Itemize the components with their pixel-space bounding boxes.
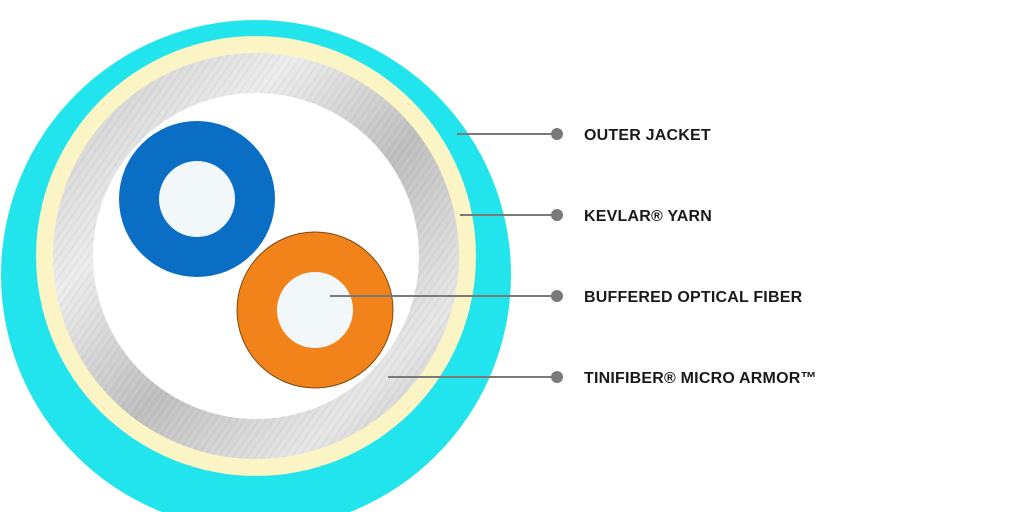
label-buffered-optical-fiber: BUFFERED OPTICAL FIBER xyxy=(584,289,803,306)
blue-fiber-core xyxy=(159,161,235,237)
orange-fiber-core xyxy=(277,272,353,348)
leader-lines xyxy=(330,128,563,383)
label-kevlar-yarn: KEVLAR® YARN xyxy=(584,208,712,225)
leader-dot-outer-jacket xyxy=(551,128,563,140)
label-micro-armor: TINIFIBER® MICRO ARMOR™ xyxy=(584,370,817,387)
leader-dot-kevlar-yarn xyxy=(551,209,563,221)
leader-dot-micro-armor xyxy=(551,371,563,383)
leader-dot-buffered-optical-fiber xyxy=(551,290,563,302)
label-outer-jacket: OUTER JACKET xyxy=(584,127,711,144)
